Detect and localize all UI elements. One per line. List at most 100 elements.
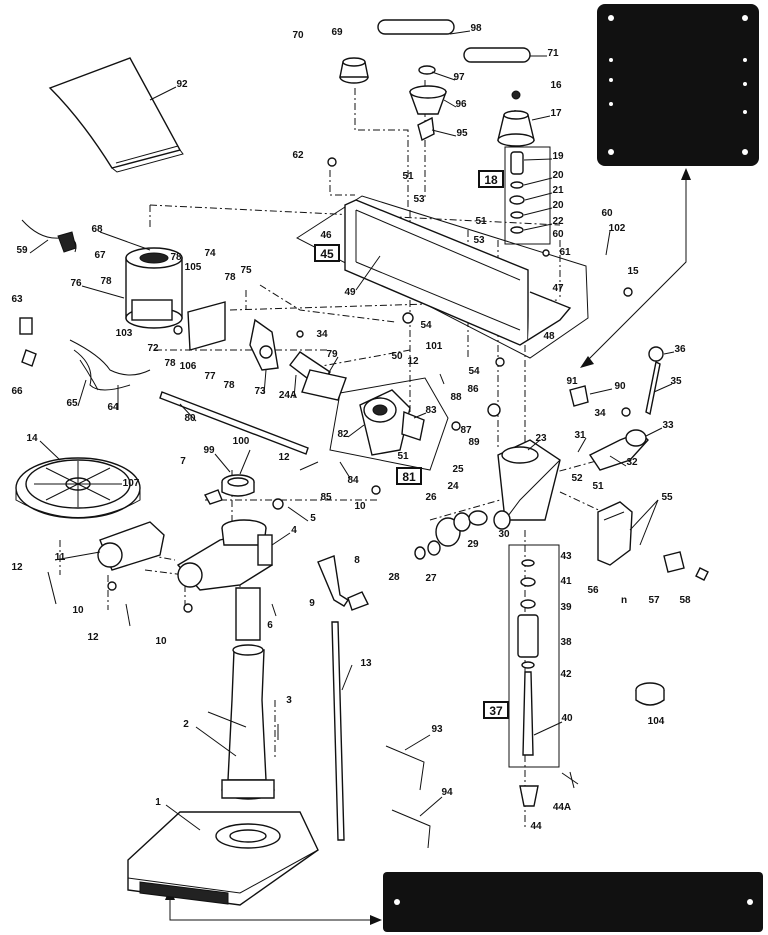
motor-pulley [339,57,369,84]
part-number-69: 69 [331,27,343,38]
table-arm [97,521,165,571]
part-number-84: 84 [347,475,359,486]
part-number-32: 32 [626,457,638,468]
spindle-pulley [497,90,535,147]
part-number-44A: 44A [553,802,571,813]
part-number-53: 53 [413,194,425,205]
part-number-52: 52 [571,473,583,484]
part-number-90: 90 [614,381,626,392]
part-number-27: 27 [425,573,437,584]
part-number-20: 20 [552,200,564,211]
part-number-5: 5 [310,513,316,524]
belts [377,19,531,63]
part-number-61: 61 [559,247,571,258]
part-number-12: 12 [87,632,99,643]
leader-lines [29,30,675,831]
part-number-8: 8 [354,555,360,566]
part-number-87: 87 [460,425,472,436]
part-number-78: 78 [164,358,176,369]
part-number-47: 47 [552,283,564,294]
part-number-51: 51 [402,171,414,182]
part-number-15: 15 [627,266,639,277]
part-number-68: 68 [91,224,103,235]
part-number-78: 78 [170,252,182,263]
part-number-83: 83 [425,405,437,416]
quill-housing [497,439,561,521]
part-number-24: 24 [447,481,459,492]
part-number-9: 9 [309,598,315,609]
part-number-10: 10 [354,501,366,512]
part-number-64: 64 [107,402,119,413]
part-number-67: 67 [94,250,106,261]
part-number-44: 44 [530,821,542,832]
quill-parts [517,559,539,756]
part-number-105: 105 [185,262,202,273]
part-number-78: 78 [100,276,112,287]
part-number-91: 91 [566,376,578,387]
part-number-77: 77 [204,371,216,382]
motor [125,247,183,329]
part-number-38: 38 [560,637,572,648]
part-number-30: 30 [498,529,510,540]
part-number-78: 78 [224,272,236,283]
owners-manual [48,57,184,173]
part-number-1: 1 [155,797,161,808]
part-number-29: 29 [467,539,479,550]
part-number-17: 17 [550,108,562,119]
part-number-14: 14 [26,433,38,444]
part-number-25: 25 [452,464,464,475]
base [127,811,319,906]
part-number-19: 19 [552,151,564,162]
part-number-93: 93 [431,724,443,735]
part-number-11: 11 [55,552,66,563]
part-number-89: 89 [468,437,480,448]
shafts [289,351,347,401]
part-number-60: 60 [601,208,613,219]
part-number-10: 10 [155,636,167,647]
part-number-51: 51 [397,451,409,462]
part-number-97: 97 [453,72,465,83]
part-number-31: 31 [574,430,586,441]
work-table [15,457,141,519]
pinion-gear [414,512,471,560]
part-number-40: 40 [561,713,573,724]
elevation-crank [317,555,369,611]
part-number-104: 104 [648,716,665,727]
part-number-55: 55 [661,492,673,503]
part-number-59: 59 [16,245,28,256]
table-bracket [176,519,273,591]
part-number-54: 54 [420,320,432,331]
feed-handle [588,346,664,471]
part-number-100: 100 [233,436,250,447]
column-rack [331,621,345,841]
part-number-86: 86 [467,384,479,395]
part-number-70: 70 [292,30,304,41]
part-number-23: 23 [535,433,547,444]
part-number-22: 22 [552,216,564,227]
part-number-76: 76 [70,278,82,289]
idler-pulley [409,65,447,142]
pointer-plate [569,385,631,417]
part-number-2: 2 [183,719,189,730]
wiring-harness [69,339,151,391]
part-number-82: 82 [337,429,349,440]
part-number-66: 66 [11,386,23,397]
warning-plate-top-right [597,4,759,166]
switch-box [597,501,709,581]
assembly-box-frame [396,467,422,485]
power-cord [21,219,77,253]
part-number-39: 39 [560,602,572,613]
part-number-107: 107 [123,478,140,489]
warning-plate-bottom-right [383,872,763,932]
part-number-74: 74 [204,248,216,259]
part-number-50: 50 [391,351,403,362]
part-number-16: 16 [550,80,562,91]
part-number-21: 21 [552,185,564,196]
part-number-85: 85 [320,492,332,503]
part-number-96: 96 [455,99,467,110]
part-number-20: 20 [552,170,564,181]
part-number-58: 58 [679,595,691,606]
assembly-number-45: 45 [320,247,334,261]
